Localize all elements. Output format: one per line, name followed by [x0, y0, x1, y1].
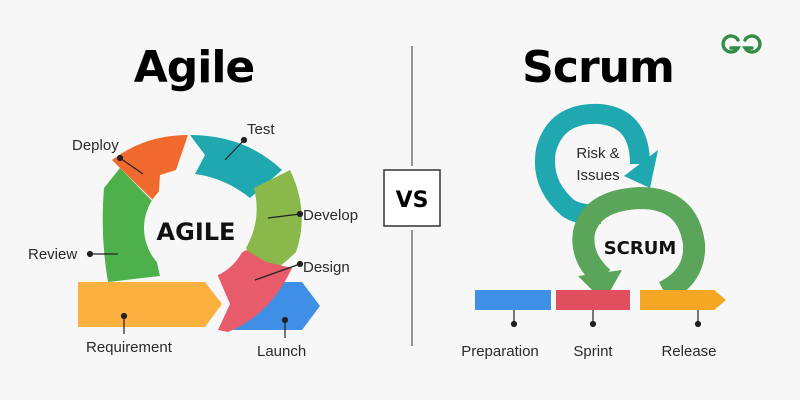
develop-dot: [296, 210, 304, 218]
risk-label-line1: Risk &: [576, 145, 619, 162]
design-dot: [296, 260, 304, 268]
test-dot: [240, 136, 248, 144]
deploy-dot: [116, 154, 124, 162]
scrum-leaders: [510, 310, 702, 328]
agile-center-label: AGILE: [157, 218, 236, 246]
requirement-segment: [78, 282, 222, 327]
launch-label: Launch: [257, 343, 306, 360]
review-dot: [86, 250, 94, 258]
design-leader: [254, 263, 301, 281]
requirement-label: Requirement: [86, 339, 173, 356]
release-bar: [640, 290, 726, 310]
sprint-label: Sprint: [573, 343, 613, 360]
preparation-label: Preparation: [461, 343, 539, 360]
deploy-label: Deploy: [72, 137, 119, 154]
scrum-title: Scrum: [522, 42, 674, 93]
release-dot: [694, 320, 702, 328]
requirement-dot: [120, 312, 128, 320]
sprint-bar: [556, 290, 630, 310]
deploy-segment: [112, 135, 188, 205]
develop-segment: [246, 170, 302, 278]
agile-title: Agile: [134, 42, 255, 93]
design-label: Design: [303, 259, 350, 276]
scrum-center-label: SCRUM: [604, 238, 677, 259]
vs-label: VS: [396, 188, 429, 213]
test-label: Test: [247, 121, 275, 138]
test-segment: [190, 135, 282, 198]
gfg-logo-icon: [721, 34, 762, 54]
deploy-leader: [119, 157, 144, 175]
release-label: Release: [661, 343, 716, 360]
risk-loop: [535, 103, 650, 225]
agile-leaders: [86, 136, 304, 338]
preparation-dot: [510, 320, 518, 328]
develop-leader: [267, 213, 301, 219]
vs-box: [383, 169, 441, 227]
test-leader: [224, 139, 245, 161]
risk-loop-arrowhead: [624, 150, 658, 188]
scrum-loop: [572, 186, 706, 302]
develop-label: Develop: [303, 207, 358, 224]
sprint-dot: [589, 320, 597, 328]
scrum-loop-arrowhead: [578, 270, 622, 302]
agile-center-circle: [144, 176, 248, 280]
launch-dot: [281, 316, 289, 324]
review-label: Review: [28, 246, 77, 263]
preparation-bar: [475, 290, 551, 310]
risk-label-line2: Issues: [576, 167, 619, 184]
design-segment: [212, 250, 292, 332]
